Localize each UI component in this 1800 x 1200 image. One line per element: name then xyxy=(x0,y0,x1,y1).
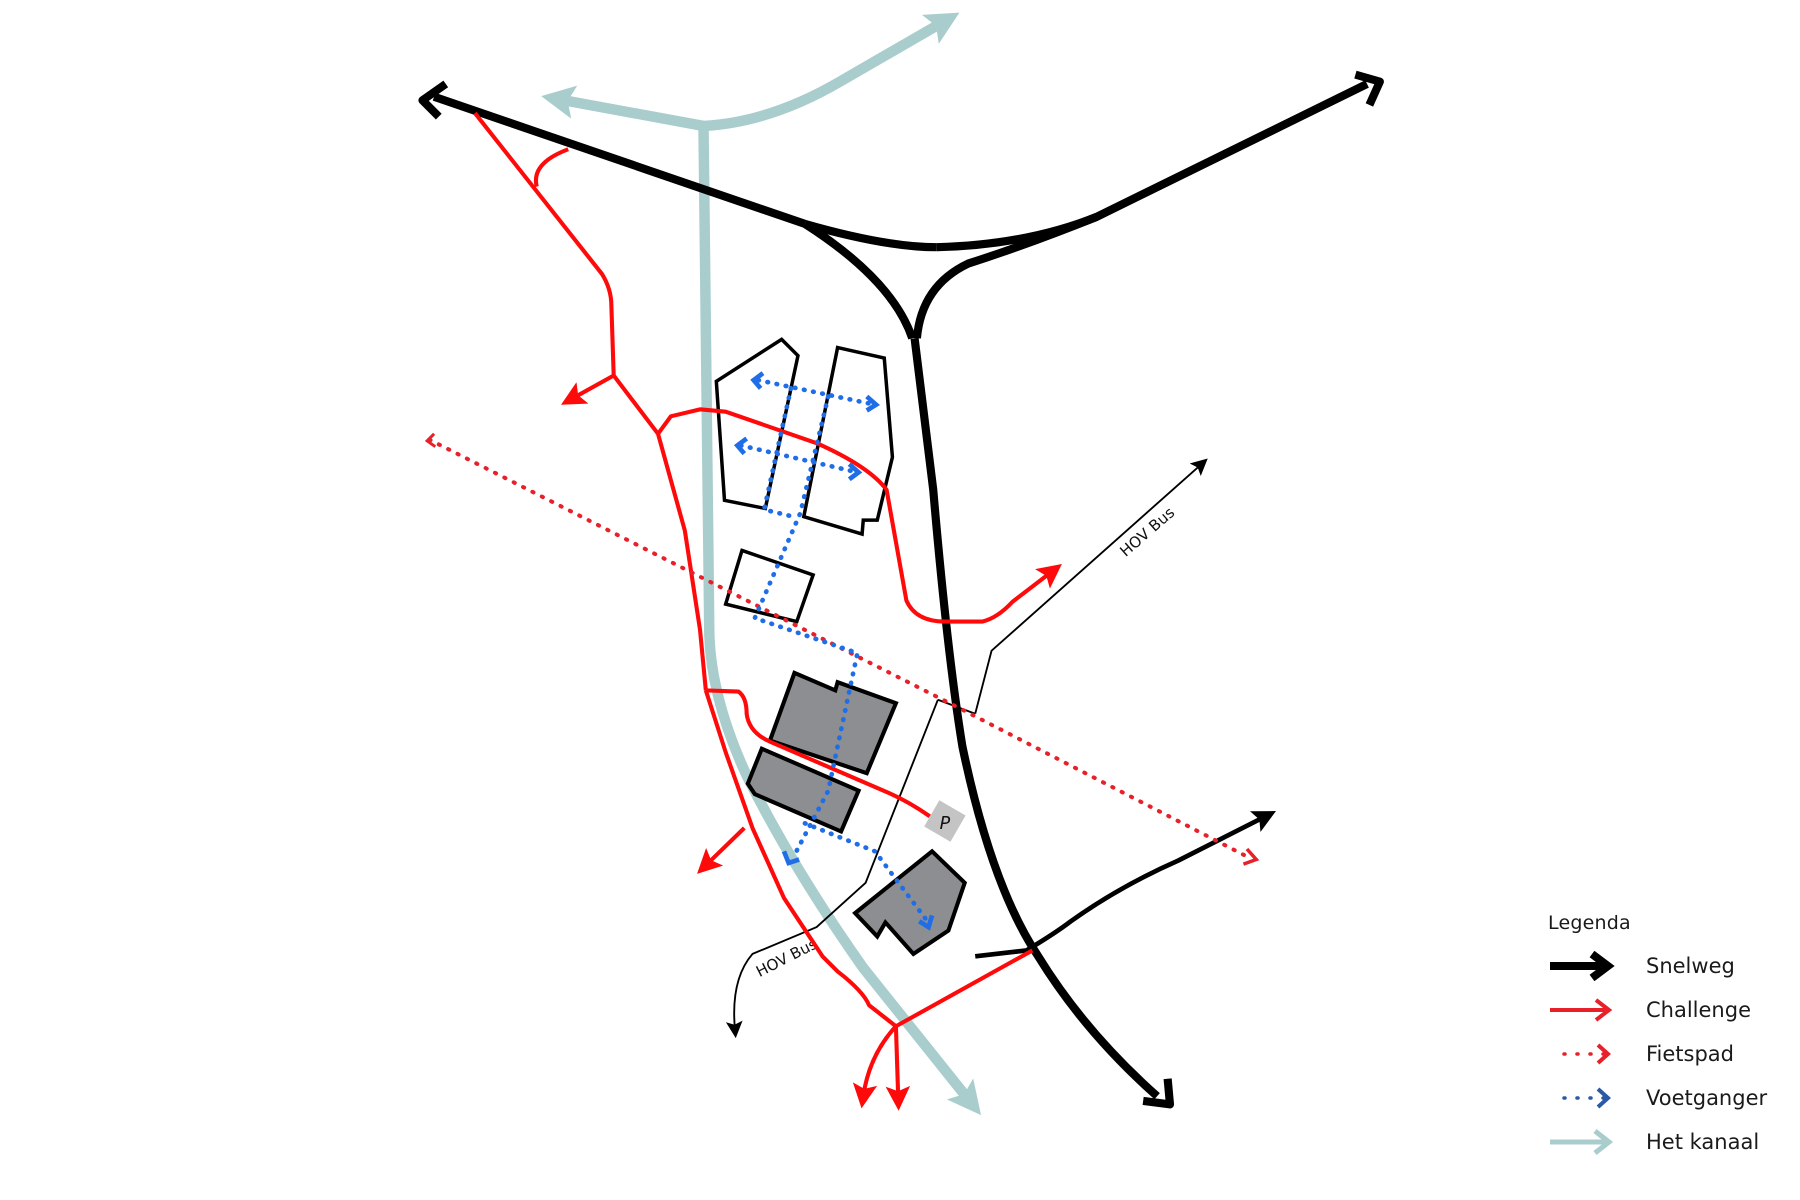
highway-south xyxy=(910,337,1160,1100)
buildings-white xyxy=(714,337,895,624)
highway-east xyxy=(936,80,1369,252)
canal-main xyxy=(698,125,982,1116)
challenge-sw-arrow xyxy=(697,826,746,874)
legend-item-voetganger: Voetganger xyxy=(1548,1076,1788,1120)
voetganger-arrow-icon xyxy=(847,462,863,482)
voetganger-arrow-icon xyxy=(781,850,800,866)
voetganger-arrowheads xyxy=(733,371,935,931)
challenge-through-buildings xyxy=(656,407,1062,624)
voetganger-arrow-icon xyxy=(1562,1087,1611,1109)
highway-arrow-east-icon xyxy=(1354,70,1384,107)
highway-ramp-east xyxy=(912,213,1099,339)
challenge-routes xyxy=(473,111,1062,1111)
voetganger-arrow-icon xyxy=(865,394,880,413)
hov-bus-label-bottom: HOV Bus xyxy=(753,935,820,981)
highway-loop xyxy=(803,219,937,252)
challenge-south-1 xyxy=(852,1024,898,1109)
voetganger-top-cross xyxy=(755,377,878,407)
hov-bus-top xyxy=(974,458,1208,714)
parking-marker: P xyxy=(924,800,966,842)
fietspad-arrow-west-icon xyxy=(424,432,437,448)
voetganger-to-building-f xyxy=(802,820,930,924)
legend-label-snelweg: Snelweg xyxy=(1646,954,1735,978)
highway-arrow-south-icon xyxy=(1142,1078,1175,1109)
building-b xyxy=(801,345,895,537)
fietspad-arrow-east-icon xyxy=(1242,847,1260,866)
voetganger-mid-cross xyxy=(738,443,860,475)
voetganger-right-vertical xyxy=(751,394,861,860)
kanaal-arrow-icon xyxy=(1550,1129,1614,1155)
snelweg-arrow-icon xyxy=(1550,951,1615,981)
fietspad-arrow-icon xyxy=(1562,1043,1611,1065)
legend-label-kanaal: Het kanaal xyxy=(1646,1130,1760,1154)
challenge-arrow-icon xyxy=(1550,998,1613,1022)
legend-label-voetganger: Voetganger xyxy=(1646,1086,1768,1110)
voetganger-routes xyxy=(738,377,930,924)
highway-branch-east xyxy=(974,811,1277,959)
legend: Legenda Snelweg Challenge Fietspad Voetg… xyxy=(1548,912,1788,1164)
legend-title: Legenda xyxy=(1548,912,1631,934)
parking-label: P xyxy=(940,814,951,834)
legend-item-challenge: Challenge xyxy=(1548,988,1788,1032)
voetganger-arrow-icon xyxy=(733,436,749,456)
canal-branch-northeast xyxy=(703,12,960,132)
challenge-canal-side xyxy=(703,689,898,1028)
challenge-west-arrow xyxy=(561,373,615,405)
challenge-loop-top xyxy=(533,147,569,188)
building-c xyxy=(723,548,816,624)
canal-branch-west xyxy=(541,85,705,132)
legend-item-snelweg: Snelweg xyxy=(1548,944,1788,988)
voetganger-arrow-icon xyxy=(750,371,765,390)
highway xyxy=(418,70,1384,1109)
highway-ramp-west xyxy=(802,220,917,340)
building-e xyxy=(745,745,862,835)
hov-bus-bottom xyxy=(725,699,939,1039)
fietspad-route xyxy=(427,437,1251,860)
challenge-northwest xyxy=(473,111,708,691)
challenge-south-west xyxy=(705,688,931,818)
building-d xyxy=(767,670,899,776)
voetganger-arrow-icon xyxy=(918,914,935,931)
highway-arrow-west-icon xyxy=(418,80,449,120)
legend-label-challenge: Challenge xyxy=(1646,998,1751,1022)
challenge-south-2 xyxy=(885,1026,911,1111)
challenge-east-link xyxy=(894,948,1034,1029)
building-f xyxy=(852,848,968,957)
legend-item-kanaal: Het kanaal xyxy=(1548,1120,1788,1164)
highway-west xyxy=(432,92,807,228)
legend-item-fietspad: Fietspad xyxy=(1548,1032,1788,1076)
legend-label-fietspad: Fietspad xyxy=(1646,1042,1735,1066)
fietspad-main xyxy=(427,437,1251,860)
